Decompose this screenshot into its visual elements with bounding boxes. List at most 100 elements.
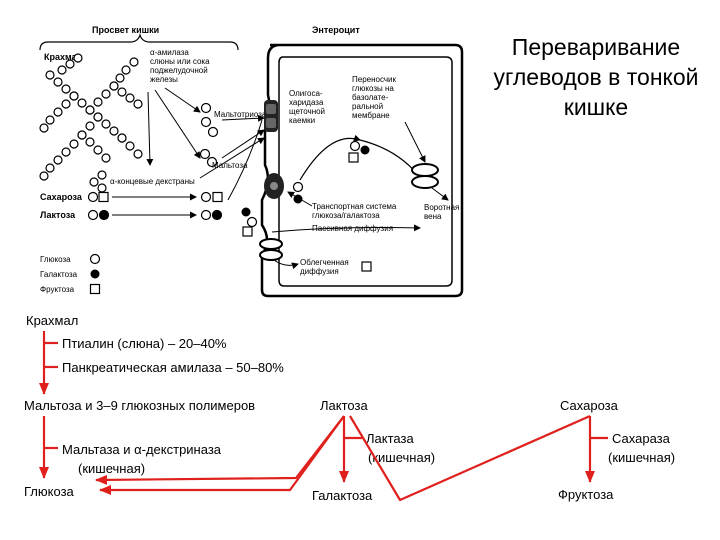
bottom-diagram: Крахмал Птиалин (слюна) – 20–40% Панкреа… — [20, 305, 684, 521]
starch-glucose-unit — [117, 87, 127, 97]
starch-glucose-unit — [77, 130, 87, 140]
glucose-galactose-symporter — [264, 173, 284, 199]
lactase-text-line1: Лактаза — [366, 431, 414, 446]
amylase-arrow — [164, 87, 201, 113]
maltose-molecule — [199, 148, 218, 168]
sucrose-product-fructose — [212, 191, 223, 203]
enterocyte-label: Энтероцит — [312, 25, 360, 35]
portal-vein-label: Воротная вена — [424, 203, 462, 221]
basolateral-transporter — [411, 163, 439, 189]
starch-glucose-unit — [53, 77, 63, 87]
starch-glucose-unit — [101, 119, 111, 129]
brush-border-curve — [227, 119, 263, 201]
dextrin-molecule — [89, 170, 107, 193]
basolateral-fructose — [348, 152, 359, 163]
legend-glucose-label: Глюкоза — [40, 255, 71, 264]
starch-glucose-unit — [77, 98, 87, 108]
lactose-galactose-unit — [98, 209, 110, 221]
starch-glucose-unit — [39, 171, 49, 181]
starch-glucose-unit — [85, 137, 95, 147]
starch-glucose-unit — [93, 112, 103, 122]
starch-glucose-unit — [125, 141, 135, 151]
starch-glucose-unit — [85, 105, 95, 115]
basolateral-pointer — [404, 121, 426, 163]
maltose-polymers-text: Мальтоза и 3–9 глюкозных полимеров — [24, 398, 255, 413]
sucrose-product-glucose — [200, 191, 212, 203]
facilitated-fructose — [361, 261, 372, 272]
sucrase-text-line2: (кишечная) — [608, 450, 675, 465]
oligosaccharidase-enzyme — [264, 100, 278, 132]
pancreatic-amylase-text: Панкреатическая амилаза – 50–80% — [62, 360, 284, 375]
passive-diffusion-arrow — [271, 224, 421, 233]
starch-glucose-unit — [65, 59, 75, 69]
starch-glucose-unit — [125, 93, 135, 103]
membrane-glucose — [246, 216, 258, 228]
basolateral-glucose — [349, 140, 361, 152]
basolateral-carrier-label: Переносчик глюкозы на базолате- ральной … — [352, 75, 398, 120]
facilitated-diffusion-channel — [259, 238, 283, 261]
amylase-label: α-амилаза слюны или сока поджелудочной ж… — [150, 48, 212, 84]
starch-glucose-unit — [73, 53, 83, 63]
legend-fructose-label: Фруктоза — [40, 285, 75, 294]
red-arrows — [39, 331, 608, 502]
legend-galactose-label: Галактоза — [40, 270, 78, 279]
starch-glucose-unit — [133, 149, 143, 159]
starch-glucose-unit — [109, 81, 119, 91]
facilitated-diffusion-arrow — [273, 259, 299, 270]
starch-glucose-unit — [45, 115, 55, 125]
sucrose-label: Сахароза — [40, 192, 83, 202]
starch-glucose-unit — [129, 57, 139, 67]
maltase-text-line2: (кишечная) — [78, 461, 145, 476]
starch-glucose-unit — [93, 145, 103, 155]
starch-glucose-unit — [45, 70, 55, 80]
symporter-pointer — [287, 191, 313, 207]
starch-glucose-unit — [109, 126, 119, 136]
starch-glucose-unit — [117, 133, 127, 143]
starch-label: Крахмал — [44, 52, 83, 62]
bottom-diagram-frame — [20, 305, 684, 521]
starch-glucose-unit — [61, 147, 71, 157]
legend-fructose-symbol — [89, 283, 101, 295]
passive-diffusion-label: Пассивная диффузия — [312, 224, 393, 233]
starch-text: Крахмал — [26, 313, 78, 328]
lactose-label: Лактоза — [40, 210, 76, 220]
starch-glucose-unit — [53, 107, 63, 117]
starch-glucose-unit — [53, 155, 63, 165]
basolateral-galactose — [360, 145, 370, 155]
lumen-brace — [39, 32, 239, 51]
slide-title: Переваривание углеводов в тонкой кишке — [493, 34, 699, 120]
top-diagram: Просвет кишки Энтероцит Крахмал α-амилаз… — [22, 8, 470, 302]
legend-galactose-symbol — [90, 269, 100, 279]
enterocyte-inner — [278, 56, 453, 287]
sucrose-fructose-unit — [98, 191, 109, 203]
starch-glucose-unit — [57, 65, 67, 75]
oligosaccharidase-label: Олигоса- харидаза щеточной каемки — [289, 89, 327, 125]
starch-glucose-unit — [101, 89, 111, 99]
symporter-label: Транспортная система глюкоза/галактоза — [312, 202, 399, 220]
sucrose-cross-link — [349, 414, 591, 502]
starch-glucose-unit — [39, 123, 49, 133]
maltase-text-line1: Мальтаза и α-декстриназа — [62, 442, 222, 457]
membrane-galactose — [241, 207, 251, 217]
glucose-transport-path — [299, 134, 361, 181]
sucrose-text: Сахароза — [560, 398, 619, 413]
starch-glucose-unit — [121, 65, 131, 75]
maltose-label: Мальтоза — [212, 161, 248, 170]
dextrins-label: α-концевые декстраны — [110, 177, 195, 186]
starch-glucose-unit — [115, 73, 125, 83]
maltotriose-label: Мальтотриоза — [214, 110, 267, 119]
facilitated-diffusion-label: Облегченная диффузия — [300, 258, 351, 276]
lactose-text: Лактоза — [320, 398, 368, 413]
starch-glucose-unit — [61, 99, 71, 109]
membrane-fructose — [242, 226, 253, 237]
amylase-arrow-2 — [154, 89, 201, 159]
starch-glucose-unit — [61, 84, 71, 94]
lactose-product-galactose — [211, 209, 223, 221]
sucrose-glucose-unit — [87, 191, 99, 203]
top-diagram-frame — [22, 8, 470, 302]
legend-glucose-symbol — [89, 253, 101, 265]
sucrose-to-glucose-arrow — [99, 415, 345, 495]
starch-glucose-unit — [93, 97, 103, 107]
maltotriose-arrow — [221, 114, 265, 122]
cell-glucose — [292, 181, 304, 193]
